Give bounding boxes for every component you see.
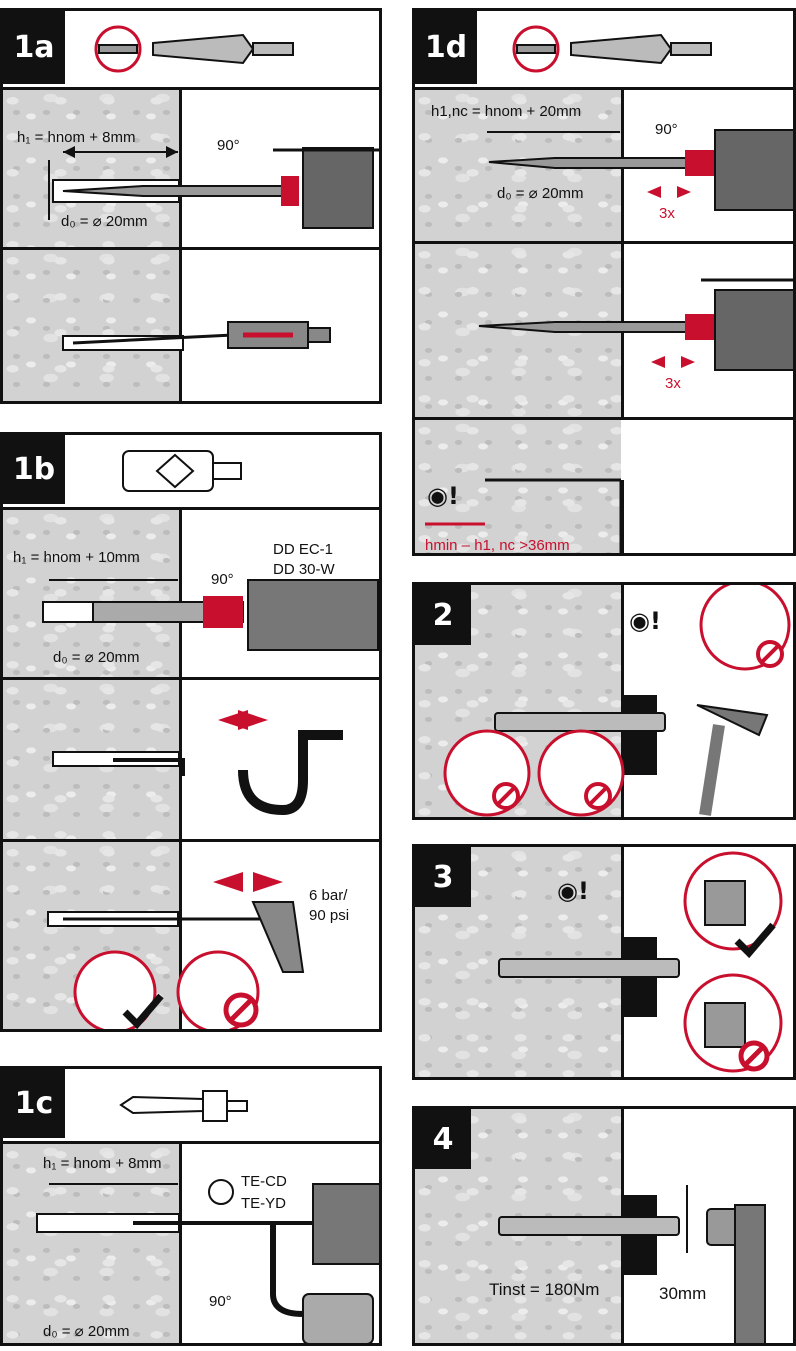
diameter-label: d₀ = ⌀ 20mm — [43, 1323, 130, 1340]
step-badge: 4 — [415, 1109, 471, 1169]
tool-label: DD 30-W — [273, 561, 335, 578]
flushing-row — [3, 677, 379, 842]
drilling-row: h₁ = hnom + 8mm 90° d₀ = ⌀ 20mm — [3, 87, 379, 250]
concrete-block — [415, 420, 624, 553]
hmin-label: hmin – h1, nc >36mm — [425, 537, 570, 554]
step-badge: 3 — [415, 847, 471, 907]
edge-diagram — [425, 420, 793, 553]
hollow-drill-bit-icon — [119, 1090, 248, 1122]
drill-diagram — [48, 146, 379, 229]
concrete-block — [3, 250, 182, 401]
forbidden-icon — [223, 992, 259, 1028]
diameter-label: d₀ = ⌀ 20mm — [53, 649, 140, 666]
check-icon — [122, 993, 164, 1029]
torque-diagram — [498, 1185, 766, 1343]
tool-label: TE-YD — [241, 1195, 286, 1212]
tool-label: DD EC-1 — [273, 541, 334, 558]
diamond-core-bit-icon — [122, 450, 242, 492]
step-1c-panel: 1c h₁ = hnom + 8mm d₀ = ⌀ 20mm 90° TE-CD… — [0, 1066, 382, 1346]
angle-label: 90° — [211, 571, 234, 588]
core-drill-diagram — [42, 579, 379, 651]
step-badge: 1c — [3, 1069, 65, 1138]
drill-bit-icon — [94, 25, 294, 73]
min-thickness-row: ◉! hmin – h1, nc >36mm — [415, 417, 793, 554]
step-3-panel: 3 ◉! — [412, 844, 796, 1080]
step-badge: 1b — [3, 435, 65, 504]
blow-pump-diagram — [62, 321, 331, 351]
pressure-label: 6 bar/ — [309, 887, 348, 904]
gap-label: 30mm — [659, 1284, 707, 1303]
step-header: 1d — [415, 11, 793, 90]
eye-icon: ◉! — [629, 607, 661, 635]
reaming-row: 3x — [415, 241, 793, 420]
eye-icon: ◉! — [557, 877, 589, 905]
step-1b-panel: 1b h₁ = hnom + 10mm 90° d₀ = ⌀ 20mm DD E… — [0, 432, 382, 1032]
forbidden-icon — [492, 782, 520, 810]
forbidden-icon — [584, 782, 612, 810]
air-blow-row: 6 bar/ 90 psi — [3, 839, 379, 1029]
drill-diagram — [487, 129, 793, 211]
concrete-block — [3, 510, 182, 680]
tool-label: TE-CD — [241, 1173, 287, 1190]
depth-label: h₁ = hnom + 10mm — [13, 549, 140, 566]
diameter-label: d₀ = ⌀ 20mm — [61, 213, 148, 230]
step-badge: 1a — [3, 11, 65, 84]
depth-label: h₁ = hnom + 8mm — [17, 129, 136, 146]
check-icon — [734, 922, 776, 959]
angle-label: 90° — [209, 1293, 232, 1310]
step-4-panel: 4 Tinst = 180Nm 30mm — [412, 1106, 796, 1346]
depth-label: h1,nc = hnom + 20mm — [431, 103, 582, 120]
eye-icon: ◉! — [427, 482, 459, 510]
step-badge: 2 — [415, 585, 471, 645]
angle-label: 90° — [655, 121, 678, 138]
air-gun-diagram — [47, 872, 305, 1029]
step-2-panel: 2 ◉! — [412, 582, 796, 820]
step-header: 1b — [3, 435, 379, 510]
forbidden-icon — [738, 1040, 770, 1072]
water-flush-diagram — [52, 710, 343, 816]
drilling-row: h1,nc = hnom + 20mm 90° d₀ = ⌀ 20mm 3x — [415, 87, 793, 244]
step-header: 1c — [3, 1069, 379, 1144]
repeat-label: 3x — [665, 375, 681, 392]
drill-bit-icon — [512, 25, 712, 73]
concrete-block — [3, 90, 182, 250]
torque-label: Tinst = 180Nm — [489, 1280, 600, 1299]
blowout-row — [3, 247, 379, 401]
forbidden-icon — [756, 640, 784, 668]
hollow-drilling-row: h₁ = hnom + 8mm d₀ = ⌀ 20mm 90° TE-CD TE… — [3, 1141, 379, 1343]
depth-label: h₁ = hnom + 8mm — [43, 1155, 162, 1172]
pressure-label: 90 psi — [309, 907, 350, 924]
ream-diagram — [478, 278, 793, 371]
step-1d-panel: 1d h1,nc = hnom + 20mm 90° d₀ = ⌀ 20mm 3… — [412, 8, 796, 556]
repeat-label: 3x — [659, 205, 675, 222]
step-header: 1a — [3, 11, 379, 90]
concrete-block — [3, 1144, 182, 1343]
diameter-label: d₀ = ⌀ 20mm — [497, 185, 584, 202]
step-1a-panel: 1a h₁ = hnom + 8mm 90° d₀ = ⌀ 20mm — [0, 8, 382, 404]
step-badge: 1d — [415, 11, 477, 84]
angle-label: 90° — [217, 137, 240, 154]
core-drilling-row: h₁ = hnom + 10mm 90° d₀ = ⌀ 20mm DD EC-1… — [3, 507, 379, 680]
hollow-drill-diagram — [36, 1179, 379, 1343]
